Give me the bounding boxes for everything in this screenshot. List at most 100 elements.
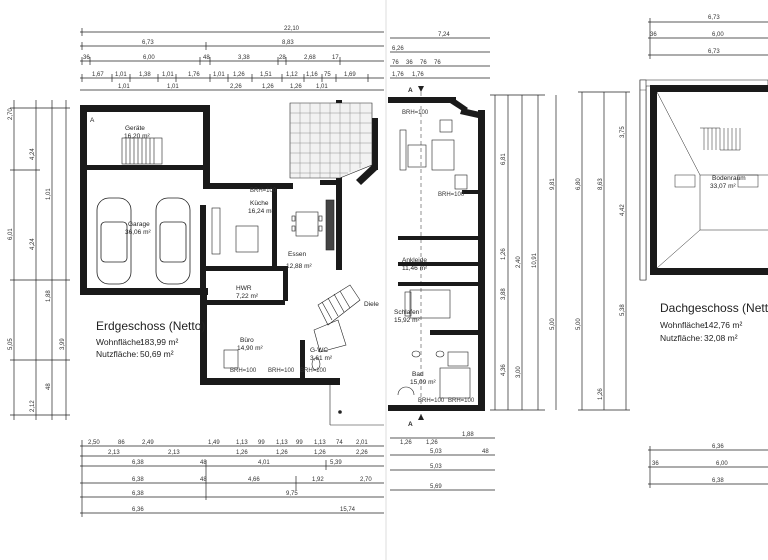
dim-right-side-label: 5,38: [620, 304, 626, 316]
dim-bottom-label: 1,13: [276, 440, 288, 446]
brh-label: BRH=100: [230, 368, 257, 374]
brh-label: BRH=100: [448, 398, 475, 404]
attic-details: [656, 91, 768, 269]
dim-bottom-label: 4,66: [248, 477, 260, 483]
dim-right-bottom-label: 36: [652, 461, 659, 467]
dim-left-label: 1,01: [46, 188, 52, 200]
brh-label: BRH=100: [250, 188, 277, 194]
dim-left-label: 6,01: [8, 228, 14, 240]
dim-bottom-label: 15,74: [340, 507, 356, 513]
dim-bottom-label: 6,36: [132, 507, 144, 513]
room-area-kueche: 16,24 m²: [248, 208, 274, 215]
dim-top-overall: 22,10: [284, 26, 300, 32]
dim-top-label: 1,26: [290, 84, 302, 90]
dim-bottom-label: 6,38: [132, 460, 144, 466]
section-marker-a: A A: [408, 86, 424, 428]
room-name-essen: Essen: [288, 251, 306, 258]
dim-mid-side-label: 4,36: [501, 364, 507, 376]
dim-right-bottom-label: 6,00: [716, 461, 728, 467]
room-area-hwr: 7,22 m²: [236, 293, 259, 300]
dim-bottom-label: 86: [118, 440, 125, 446]
eg-nutz-label: Nutzfläche:: [96, 349, 139, 359]
furniture-icon: [211, 199, 335, 371]
dim-top-label: 1,76: [188, 72, 200, 78]
dim-mid-bottom-label: 5,03: [430, 464, 442, 470]
dim-bottom-label: 1,49: [208, 440, 220, 446]
dim-mid-bottom-label: 1,26: [426, 440, 438, 446]
dim-top-label: 1,26: [262, 84, 274, 90]
dim-mid-side-label: 6,81: [501, 153, 507, 165]
mid-bottom-dimension-labels: 1,26 1,26 1,88 5,03 48 5,03 5,69: [400, 432, 489, 490]
dim-bottom-label: 2,13: [108, 450, 120, 456]
dim-bottom-label: 2,70: [360, 477, 372, 483]
dim-mid-side-label: 9,81: [550, 178, 556, 190]
top-dimension-chains: 22,10 6,73 8,83 36 6,00 48 3,38 28 2,68 …: [80, 26, 384, 91]
room-name-ankleide: Ankleide: [402, 257, 427, 264]
car-icon: [96, 197, 191, 285]
dim-bottom-label: 2,49: [142, 440, 154, 446]
dim-bottom-label: 6,38: [132, 491, 144, 497]
dim-mid-label: 36: [406, 60, 413, 66]
dim-top-label: 6,73: [142, 40, 154, 46]
dim-right-side-label: 1,26: [598, 388, 604, 400]
attic-labels: Bodenraum 33,07 m²: [710, 175, 746, 190]
section-marker-label: A: [408, 87, 413, 94]
dim-right-label: 6,73: [708, 15, 720, 21]
dim-bottom-label: 6,38: [132, 477, 144, 483]
ground-floor-summary: Erdgeschoss (Netto) Wohnfläche: 183,99 m…: [96, 319, 205, 359]
dim-bottom-label: 48: [200, 460, 207, 466]
dim-right-side-label: 3,75: [620, 126, 626, 138]
terrace-tiles: [289, 102, 373, 179]
room-name-gwc: G-WC: [310, 347, 328, 354]
dim-mid-side-label: 5,00: [550, 318, 556, 330]
brh-label: BRH=100: [402, 110, 429, 116]
dim-left-label: 4,24: [30, 148, 36, 160]
dim-bottom-label: 48: [200, 477, 207, 483]
dim-bottom-label: 99: [296, 440, 303, 446]
dim-mid-label: 76: [434, 60, 441, 66]
dim-mid-label: 76: [392, 60, 399, 66]
brh-label: BRH=100: [300, 368, 327, 374]
dim-mid-side-label: 3,00: [516, 366, 522, 378]
room-name-diele: Diele: [364, 301, 379, 308]
ground-floor-walls: [80, 100, 378, 385]
stair-icon: [313, 284, 361, 353]
left-dimension-labels: 2,70 4,24 6,01 4,24 1,01 3,99 5,05 2,12 …: [8, 108, 66, 412]
ground-floor-labels: A Geräte 16,20 m² Garage 36,06 m² Küche …: [90, 117, 379, 374]
eg-wohn-label: Wohnfläche:: [96, 337, 143, 347]
room-name-buero: Büro: [240, 337, 254, 344]
room-name-schlafen: Schlafen: [394, 309, 420, 316]
dim-right-bottom-label: 6,38: [712, 478, 724, 484]
dim-mid-side-label: 1,26: [501, 248, 507, 260]
room-area-bodenraum: 33,07 m²: [710, 183, 736, 190]
room-area-gwc: 3,61 m²: [310, 355, 333, 362]
dim-top-label: 48: [203, 55, 210, 61]
dim-top-label: 8,83: [282, 40, 294, 46]
dim-mid-bottom-label: 48: [482, 449, 489, 455]
dim-right-label: 6,00: [712, 32, 724, 38]
brh-label: BRH=100: [268, 368, 295, 374]
dim-top-label: 75: [324, 72, 331, 78]
dim-top-label: 2,68: [304, 55, 316, 61]
bottom-dimension-labels: 2,50 86 2,49 1,49 1,13 99 1,13 99 1,13 7…: [88, 440, 372, 513]
dim-top-label: 1,12: [286, 72, 298, 78]
right-side-dimension-chains: [578, 91, 630, 411]
brh-label: BRH=100: [438, 192, 465, 198]
dim-bottom-label: 99: [258, 440, 265, 446]
dim-top-label: 1,38: [139, 72, 151, 78]
dim-left-label: 2,70: [8, 108, 14, 120]
dim-top-label: 17: [332, 55, 339, 61]
dim-mid-side-label: 3,88: [501, 288, 507, 300]
dim-mid-label: 6,26: [392, 46, 404, 52]
eg-nutz-value: 50,69 m²: [140, 349, 174, 359]
attic-walls: [639, 79, 768, 281]
upper-floor-labels: Ankleide 11,46 m² Schlafen 15,92 m² Bad …: [394, 110, 475, 404]
mid-top-dimension-labels: 7,24 6,26 76 36 76 76 1,76 1,76: [392, 32, 450, 78]
dg-title: Dachgeschoss (Netto): [660, 301, 768, 315]
dg-wohn-label: Wohnfläche:: [660, 320, 707, 330]
dim-top-label: 2,26: [230, 84, 242, 90]
dim-mid-label: 1,76: [392, 72, 404, 78]
mid-bottom-dimension-chains: [390, 437, 495, 491]
dim-bottom-label: 2,13: [168, 450, 180, 456]
dim-left-label: 1,88: [46, 290, 52, 302]
